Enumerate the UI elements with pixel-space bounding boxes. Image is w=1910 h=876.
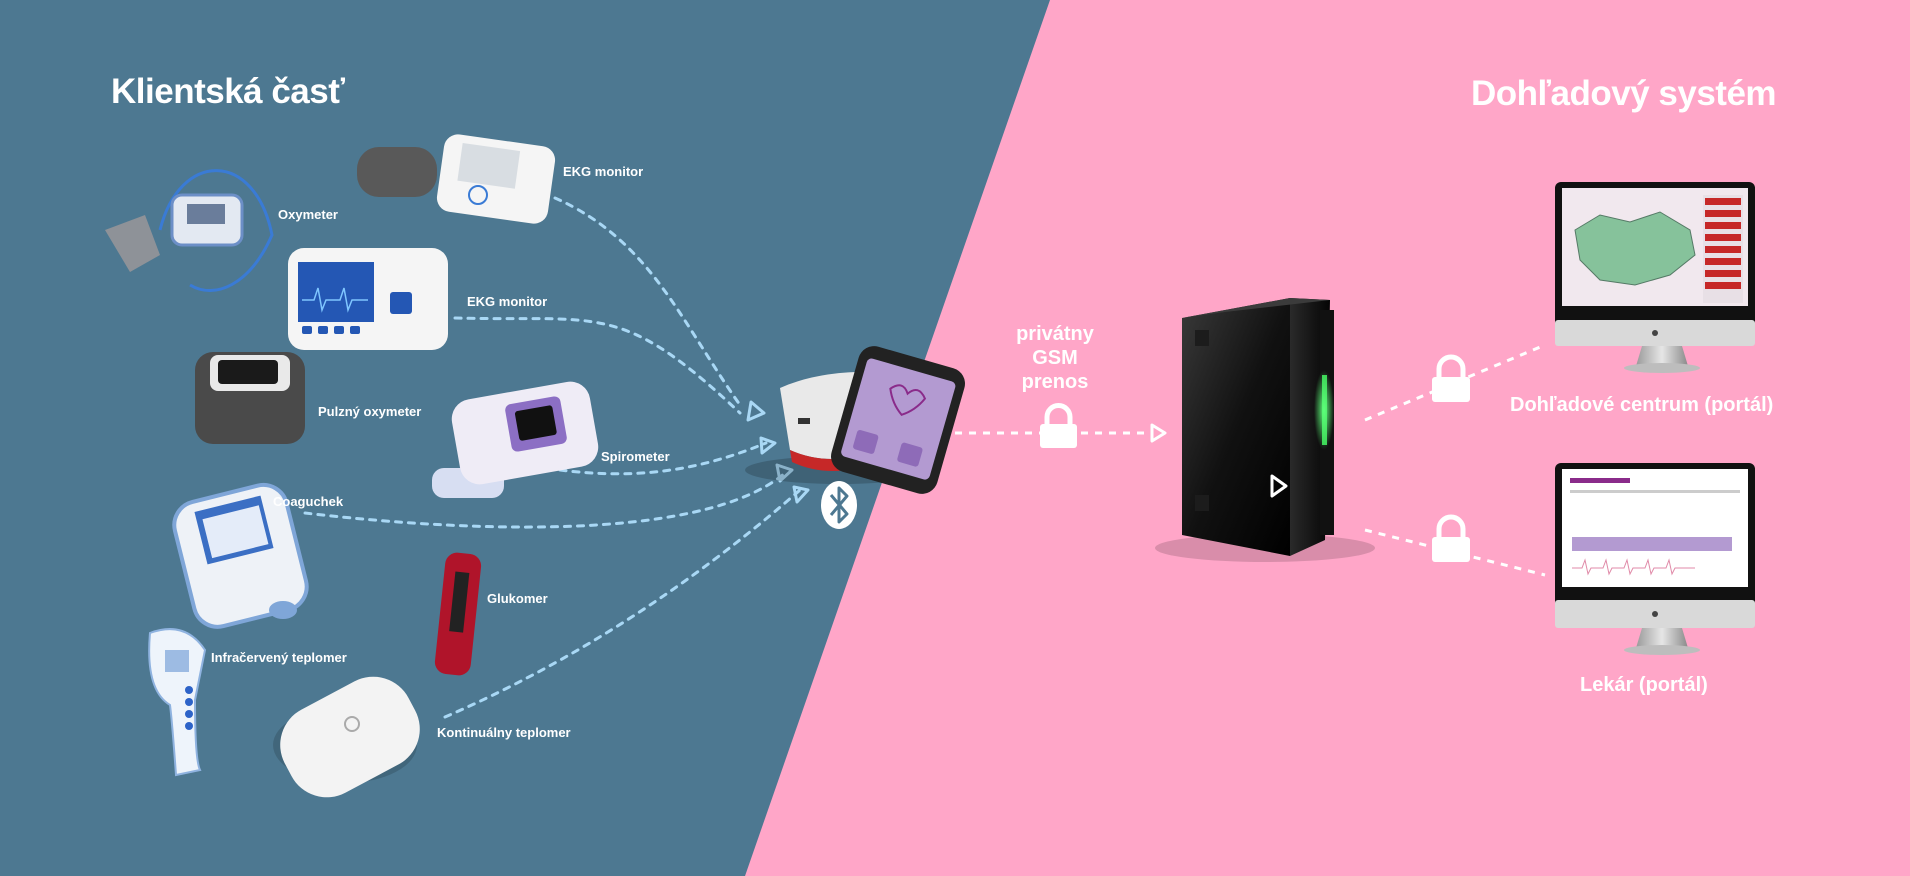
device-label-continuous-thermometer: Kontinuálny teplomer — [437, 725, 571, 740]
connector-ekg-monitor-2 — [453, 316, 742, 415]
smartphone — [831, 346, 965, 494]
gsm-label-line-2: GSM — [1032, 347, 1078, 369]
connector-spirometer — [558, 441, 768, 476]
portal-label-doctor: Lekár (portál) — [1580, 674, 1708, 696]
device-glucometer — [434, 552, 482, 676]
device-coaguchek — [172, 482, 309, 629]
device-label-pulse-oxymeter: Pulzný oxymeter — [318, 404, 422, 419]
gsm-lock-icon — [1040, 403, 1077, 448]
client-side-title: Klientská časť — [111, 72, 345, 111]
connector-ekg-monitor-1 — [553, 196, 742, 407]
device-connection-lines — [303, 196, 802, 719]
device-label-oxymeter: Oxymeter — [278, 207, 338, 222]
device-pulse-oxymeter — [195, 352, 305, 444]
arrowheads — [746, 400, 810, 504]
monitoring-system-title: Dohľadový systém — [1471, 74, 1777, 113]
play-icon — [1270, 474, 1288, 498]
connector-continuous-thermometer — [443, 488, 802, 719]
device-ekg-monitor-2 — [288, 248, 448, 350]
bluetooth-icon — [821, 481, 857, 529]
gsm-label-line-3: prenos — [1021, 371, 1089, 393]
gsm-arrowhead — [1150, 423, 1167, 443]
gsm-transport-label: privátny GSM prenos — [1000, 322, 1110, 394]
gsm-label-line-1: privátny — [1016, 323, 1094, 345]
device-label-spirometer: Spirometer — [601, 449, 670, 464]
portal-lock-icon-1 — [1432, 354, 1470, 402]
device-continuous-thermometer — [273, 676, 420, 798]
portal-lock-icon-2 — [1432, 514, 1470, 562]
device-label-ekg-monitor-1: EKG monitor — [563, 164, 644, 179]
monitor-monitoring-center — [1555, 182, 1755, 373]
portal-links — [1364, 343, 1546, 577]
device-label-glucometer: Glukomer — [487, 591, 548, 606]
device-label-coaguchek: Coaguchek — [273, 494, 344, 509]
monitor-doctor — [1555, 463, 1755, 655]
device-label-ekg-monitor-2: EKG monitor — [467, 294, 548, 309]
server — [1155, 298, 1375, 562]
connector-coaguchek — [303, 471, 787, 529]
portal-label-monitoring-center: Dohľadové centrum (portál) — [1510, 394, 1774, 416]
device-oxymeter — [105, 169, 274, 293]
device-ekg-monitor-1 — [357, 134, 556, 224]
device-label-infrared-thermometer: Infračervený teplomer — [211, 650, 347, 665]
device-infrared-thermometer — [148, 628, 207, 777]
device-spirometer — [432, 381, 599, 498]
